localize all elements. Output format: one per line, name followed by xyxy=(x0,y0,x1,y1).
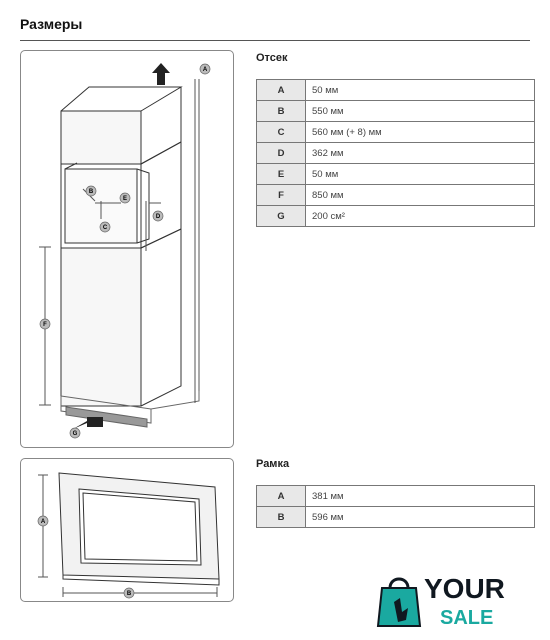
table-row: C 560 мм (+ 8) мм xyxy=(256,121,535,143)
row-key: E xyxy=(256,163,306,185)
vent-arrow-in-icon xyxy=(73,417,103,429)
row-value: 560 мм (+ 8) мм xyxy=(305,121,535,143)
table-row: F 850 мм xyxy=(256,184,535,206)
marker-g: G xyxy=(73,431,78,437)
cabinet-diagram: A B E C D F G xyxy=(39,63,211,439)
table-row: E 50 мм xyxy=(256,163,535,185)
marker-c: C xyxy=(103,225,108,231)
row-value: 850 мм xyxy=(305,184,535,206)
row-value: 50 мм xyxy=(305,163,535,185)
row-value: 550 мм xyxy=(305,100,535,122)
marker-e: E xyxy=(123,196,127,202)
row-value: 50 мм xyxy=(305,79,535,101)
table-row: D 362 мм xyxy=(256,142,535,164)
frame-marker-a: A xyxy=(41,519,46,525)
marker-b: B xyxy=(89,189,94,195)
row-key: A xyxy=(256,79,306,101)
row-value: 381 мм xyxy=(305,485,535,507)
cabinet-diagram-panel: A B E C D F G xyxy=(20,50,234,448)
row-key: C xyxy=(256,121,306,143)
row-value: 596 мм xyxy=(305,506,535,528)
logo-line1: YOUR xyxy=(424,573,505,604)
title-divider xyxy=(20,40,530,41)
vent-arrow-up-icon xyxy=(152,63,170,85)
shopping-bag-icon xyxy=(376,577,422,627)
compartment-title: Отсек xyxy=(256,52,288,64)
row-key: B xyxy=(256,100,306,122)
frame-diagram-panel: A B xyxy=(20,458,234,602)
row-value: 362 мм xyxy=(305,142,535,164)
row-key: D xyxy=(256,142,306,164)
table-row: B 596 мм xyxy=(256,506,535,528)
row-key: G xyxy=(256,205,306,227)
frame-table: A 381 мм B 596 мм xyxy=(256,485,535,528)
marker-a: A xyxy=(203,67,208,73)
compartment-table: A 50 мм B 550 мм C 560 мм (+ 8) мм D 362… xyxy=(256,79,535,227)
row-value: 200 см² xyxy=(305,205,535,227)
table-row: A 381 мм xyxy=(256,485,535,507)
frame-diagram: A B xyxy=(37,472,220,599)
marker-d: D xyxy=(156,214,161,220)
frame-title: Рамка xyxy=(256,458,290,470)
your-sale-logo: YOUR SALE xyxy=(376,573,505,629)
table-row: G 200 см² xyxy=(256,205,535,227)
table-row: B 550 мм xyxy=(256,100,535,122)
page-title: Размеры xyxy=(20,16,83,32)
row-key: B xyxy=(256,506,306,528)
row-key: A xyxy=(256,485,306,507)
logo-line2: SALE xyxy=(440,607,493,629)
row-key: F xyxy=(256,184,306,206)
frame-marker-b: B xyxy=(127,591,132,597)
marker-f: F xyxy=(43,322,47,328)
table-row: A 50 мм xyxy=(256,79,535,101)
